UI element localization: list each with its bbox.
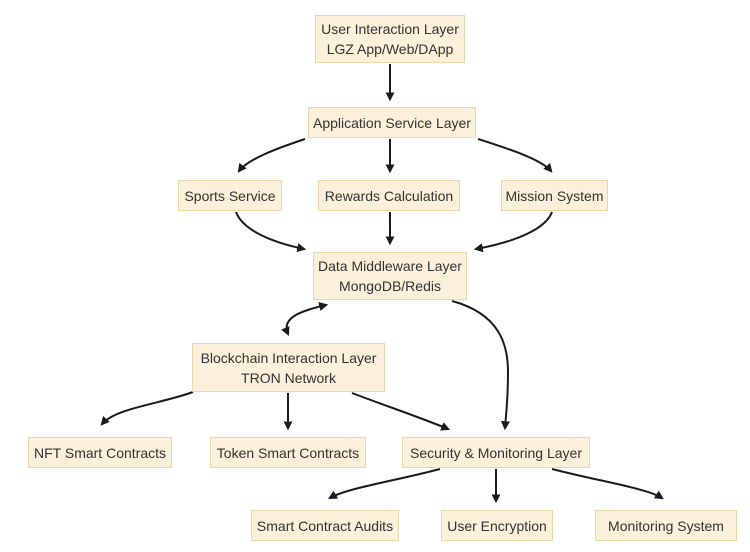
node-label: Security & Monitoring Layer — [410, 444, 582, 461]
node-label: Mission System — [505, 187, 604, 204]
node-label: TRON Network — [241, 369, 336, 386]
node-label: User Interaction Layer — [321, 21, 459, 37]
edge-datamiddleware-blockchain-bidirectional — [281, 302, 329, 337]
edge-appservice-mission — [477, 138, 553, 173]
node-label: User Encryption — [447, 517, 547, 534]
node-mission-system: Mission System — [501, 180, 608, 211]
node-user-encryption: User Encryption — [441, 510, 553, 541]
node-label: Smart Contract Audits — [256, 517, 394, 534]
edge-appservice-sports — [237, 138, 306, 173]
node-label: Sports Service — [184, 187, 276, 204]
edge-security-monitoring — [551, 468, 664, 500]
node-label: Token Smart Contracts — [216, 444, 360, 461]
node-label: Rewards Calculation — [324, 187, 454, 204]
edge-blockchain-security — [351, 392, 451, 431]
node-smart-contract-audits: Smart Contract Audits — [251, 510, 399, 541]
node-label: Data Middleware Layer — [318, 258, 462, 274]
node-nft-smart-contracts: NFT Smart Contracts — [28, 437, 172, 468]
edge-security-audits — [328, 468, 441, 500]
node-application-service-layer: Application Service Layer — [308, 107, 476, 138]
node-label: NFT Smart Contracts — [34, 444, 166, 461]
node-blockchain-interaction-layer: Blockchain Interaction Layer TRON Networ… — [192, 343, 385, 392]
edge-sports-datamiddleware — [235, 211, 307, 253]
node-label: MongoDB/Redis — [339, 278, 441, 294]
node-label: Application Service Layer — [313, 114, 471, 131]
edge-mission-datamiddleware — [473, 211, 553, 253]
edge-blockchain-nft — [100, 391, 194, 426]
node-sports-service: Sports Service — [178, 180, 282, 211]
node-rewards-calculation: Rewards Calculation — [318, 180, 460, 211]
node-label: Monitoring System — [608, 517, 724, 534]
node-user-interaction-layer: User Interaction Layer LGZ App/Web/DApp — [315, 15, 465, 63]
node-data-middleware-layer: Data Middleware Layer MongoDB/Redis — [313, 252, 467, 300]
node-label: Blockchain Interaction Layer — [200, 349, 377, 366]
node-label: LGZ App/Web/DApp — [326, 41, 454, 57]
node-token-smart-contracts: Token Smart Contracts — [210, 437, 366, 468]
node-security-monitoring-layer: Security & Monitoring Layer — [402, 437, 590, 468]
node-monitoring-system: Monitoring System — [595, 510, 737, 541]
edge-datamiddleware-security — [451, 300, 510, 431]
